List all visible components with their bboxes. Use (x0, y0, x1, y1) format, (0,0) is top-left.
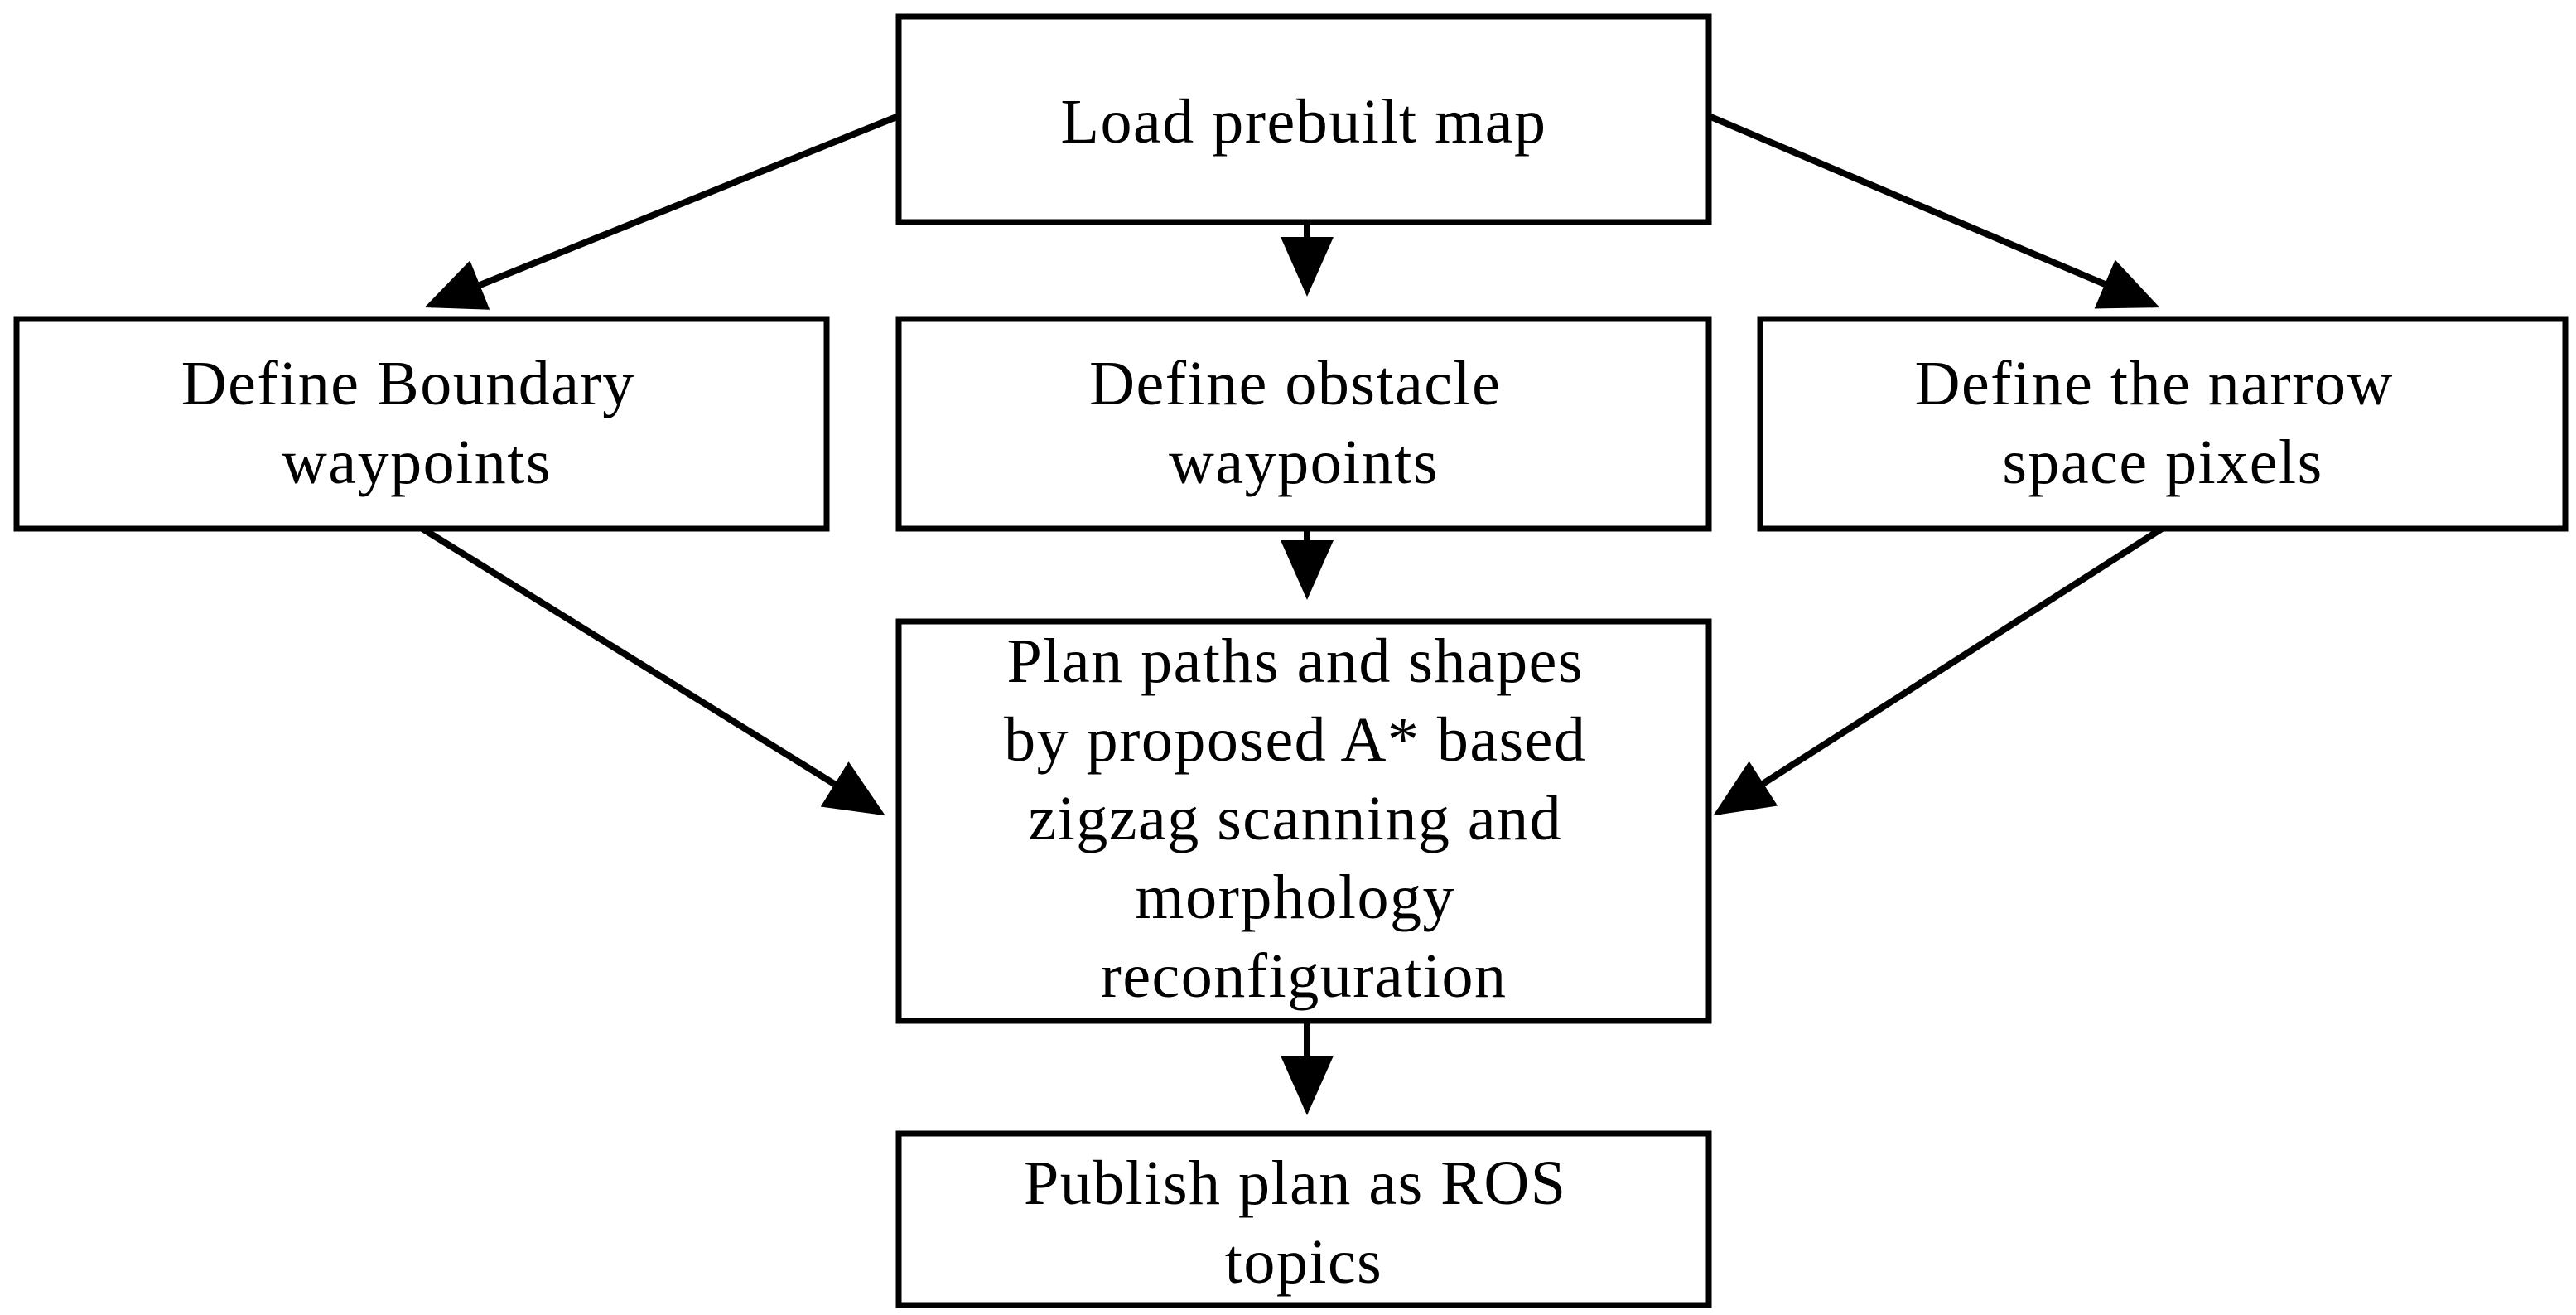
node-define-narrow-label: Define the narrow space pixels (1915, 349, 2411, 497)
node-define-obstacle-line-2: waypoints (1169, 428, 1439, 497)
node-plan-paths-box (895, 618, 1712, 1024)
node-plan-paths: Plan paths and shapes by proposed A* bas… (895, 618, 1712, 1024)
node-load-map-label: Load prebuilt map (1061, 87, 1547, 157)
node-define-narrow-line-2: space pixels (2002, 428, 2323, 497)
node-define-boundary-box (13, 316, 830, 532)
edge-boundary-to-plan (420, 525, 885, 816)
node-plan-paths-line-4: morphology (1135, 863, 1455, 932)
node-define-narrow-line-1: Define the narrow (1915, 349, 2394, 418)
node-plan-paths-line-2: by proposed A* based (1004, 705, 1586, 775)
node-define-obstacle-label: Define obstacle waypoints (1089, 349, 1518, 497)
node-load-map-line-1: Load prebuilt map (1061, 87, 1547, 157)
edge-load-to-narrow (1707, 113, 2160, 309)
node-publish-plan-label: Publish plan as ROS topics (1024, 1148, 1584, 1297)
node-plan-paths-line-1: Plan paths and shapes (1007, 626, 1584, 696)
node-plan-paths-label: Plan paths and shapes by proposed A* bas… (1004, 626, 1604, 1011)
node-load-map-box (895, 13, 1712, 225)
node-define-obstacle-box (895, 316, 1712, 532)
node-plan-paths-line-3: zigzag scanning and (1028, 784, 1562, 853)
node-define-boundary-line-1: Define Boundary (181, 349, 635, 418)
node-define-narrow: Define the narrow space pixels (1757, 316, 2569, 532)
node-publish-plan-line-1: Publish plan as ROS (1024, 1148, 1567, 1218)
node-define-obstacle-line-1: Define obstacle (1089, 349, 1501, 418)
node-load-map: Load prebuilt map (895, 13, 1712, 225)
edge-narrow-to-plan (1713, 525, 2164, 816)
node-define-boundary-label: Define Boundary waypoints (181, 349, 653, 497)
node-publish-plan-line-2: topics (1225, 1227, 1383, 1297)
node-define-obstacle: Define obstacle waypoints (895, 316, 1712, 532)
node-publish-plan: Publish plan as ROS topics (895, 1130, 1712, 1308)
edge-load-to-boundary (424, 113, 900, 310)
node-publish-plan-box (895, 1130, 1712, 1308)
node-plan-paths-line-5: reconfiguration (1101, 941, 1507, 1011)
node-define-narrow-box (1757, 316, 2569, 532)
node-define-boundary-line-2: waypoints (282, 428, 552, 497)
node-define-boundary: Define Boundary waypoints (13, 316, 830, 532)
edges-group (420, 113, 2164, 1115)
